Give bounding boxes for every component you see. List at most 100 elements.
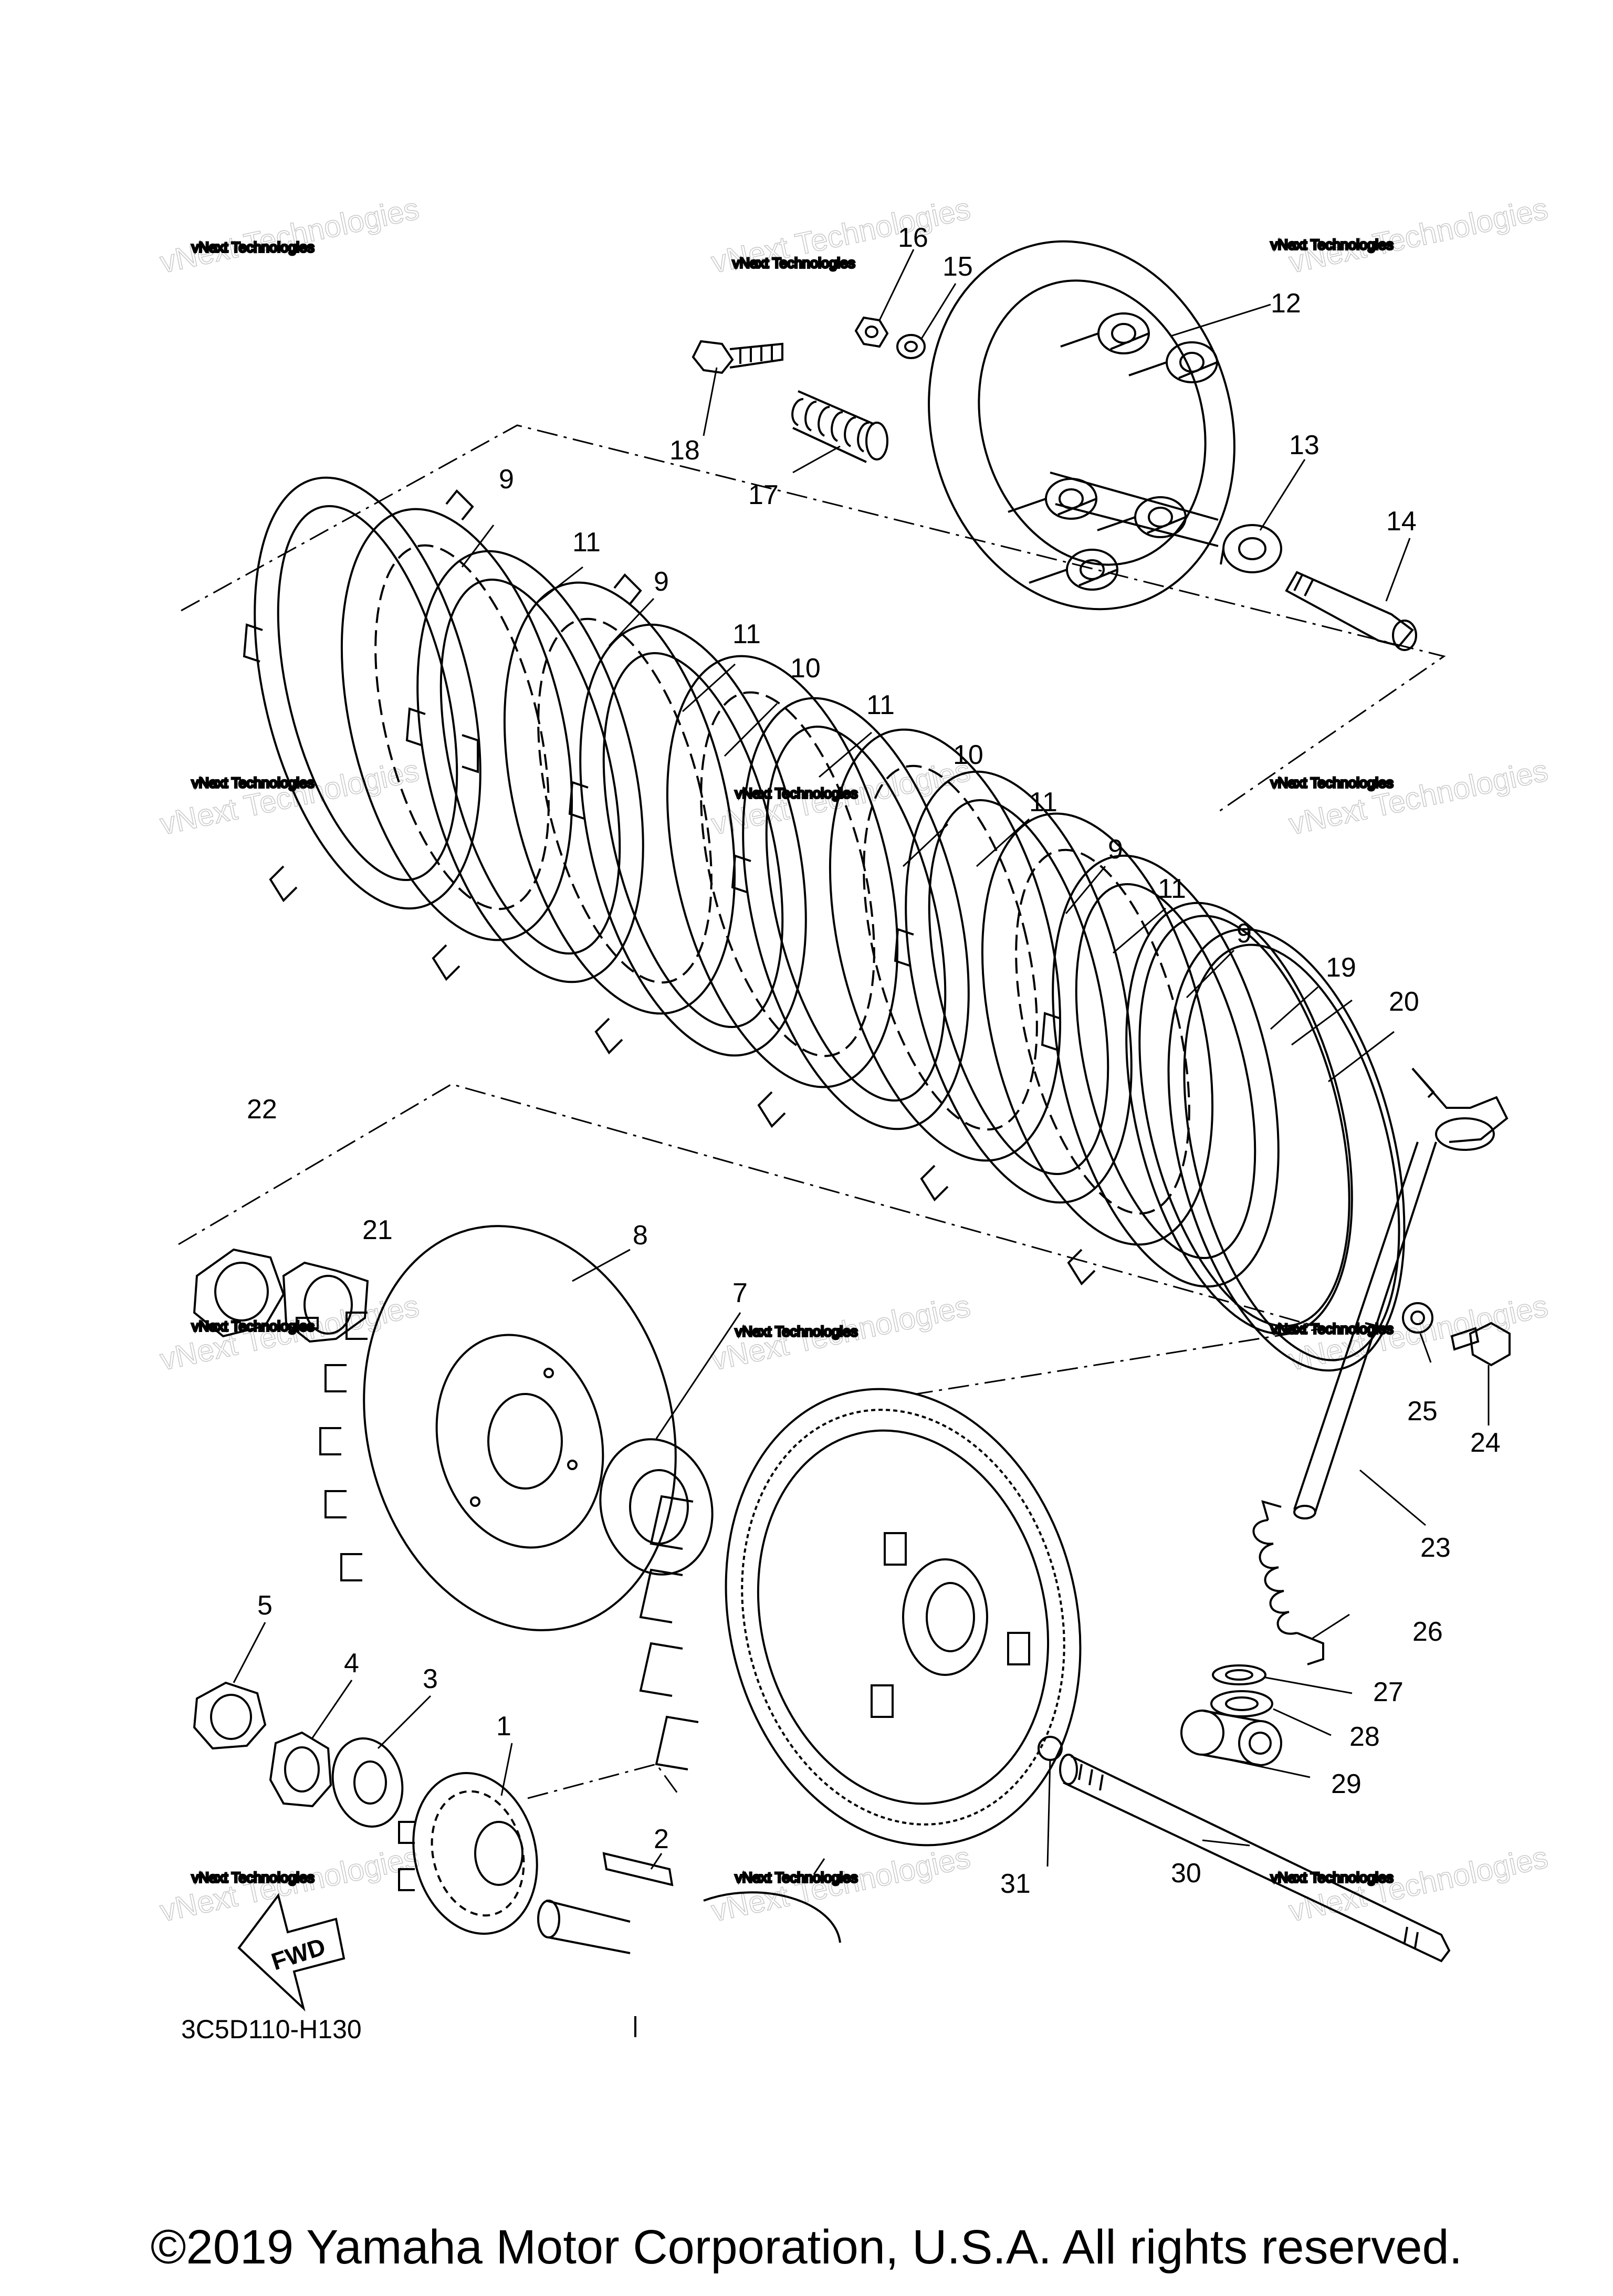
steel-ball [1038, 1736, 1063, 1761]
oil-seal [1210, 1690, 1273, 1717]
lock-washer [282, 1261, 369, 1343]
assembly-brackets [178, 424, 1446, 1799]
callout-2: 2 [654, 1824, 669, 1854]
pressure-plate-group [692, 240, 1417, 651]
callout-14: 14 [1386, 506, 1417, 537]
fwd-label: FWD [268, 1933, 329, 1976]
watermark: vNext Technologies vNext Technologies [156, 1840, 422, 1928]
callout-29: 29 [1331, 1769, 1361, 1799]
plate-pack-bracket [181, 424, 1446, 815]
svg-text:vNext Technologies: vNext Technologies [192, 775, 315, 791]
friction-plate-type-b [731, 697, 970, 1130]
svg-text:vNext Technologies: vNext Technologies [735, 1324, 858, 1339]
push-plate [1220, 524, 1282, 573]
callout-10: 10 [790, 653, 821, 684]
callout-3: 3 [423, 1664, 438, 1694]
callout-11: 11 [732, 619, 761, 649]
callout-7: 7 [732, 1278, 748, 1308]
callout-30: 30 [1171, 1858, 1201, 1889]
callout-11: 11 [1158, 874, 1186, 904]
callout-22: 22 [247, 1094, 277, 1125]
callout-10: 10 [953, 740, 983, 770]
callout-9: 9 [499, 464, 514, 495]
washer [1402, 1302, 1433, 1334]
watermark: vNext Technologies vNext Technologies [1270, 191, 1551, 280]
watermark: vNext Technologies vNext Technologies [708, 1288, 973, 1377]
steel-plate [340, 508, 573, 941]
callout-9: 9 [1108, 834, 1123, 865]
callout-5: 5 [257, 1590, 273, 1621]
watermark: vNext Technologies vNext Technologies [156, 191, 422, 280]
spring-boss [1008, 478, 1097, 520]
diagram-code: 3C5D110-H130 [181, 2015, 362, 2044]
callout-8: 8 [633, 1220, 648, 1251]
svg-text:vNext Technologies: vNext Technologies [1271, 237, 1394, 253]
callout-20: 20 [1389, 987, 1419, 1017]
bolt [692, 340, 783, 374]
callout-11: 11 [866, 690, 895, 720]
callout-18: 18 [669, 435, 700, 466]
callout-27: 27 [1373, 1677, 1403, 1707]
steel-plate [981, 812, 1214, 1246]
friction-plate [243, 476, 481, 910]
pressure-plate-bracket [527, 1763, 678, 1799]
spring-boss [1128, 341, 1218, 383]
callout-28: 28 [1349, 1722, 1380, 1752]
callout-1: 1 [496, 1711, 511, 1742]
push-rod-long [1059, 1754, 1451, 1963]
spring-boss [1029, 549, 1118, 591]
thrust-washer [599, 1438, 714, 1576]
callout-19: 19 [1326, 952, 1356, 983]
fwd-arrow-icon: FWD [237, 1893, 345, 2012]
callout-26: 26 [1412, 1617, 1443, 1647]
torsion-spring [1252, 1500, 1324, 1665]
steel-plate [503, 581, 736, 1015]
callout-17: 17 [748, 480, 779, 510]
watermark: vNext Technologies vNext Technologies [708, 1840, 973, 1928]
friction-plate-type-b [568, 623, 807, 1057]
svg-text:vNext Technologies: vNext Technologies [732, 255, 855, 271]
watermark: vNext Technologies vNext Technologies [156, 1288, 422, 1377]
crankshaft-end [537, 1891, 841, 2037]
callout-9: 9 [1237, 918, 1252, 949]
callout-31: 31 [1000, 1869, 1031, 1899]
watermark: vNext Technologies vNext Technologies [1270, 1840, 1551, 1928]
watermark: vNext Technologies vNext Technologies [1270, 753, 1551, 842]
svg-text:vNext Technologies: vNext Technologies [192, 239, 315, 255]
callout-9: 9 [654, 567, 669, 597]
cushion-seat [1125, 901, 1353, 1335]
bearing [1180, 1710, 1282, 1766]
push-lever-shaft [1293, 1067, 1509, 1519]
spring-boss [1097, 496, 1187, 538]
callout-numbers: 1 2 3 4 5 7 8 9 9 9 9 10 10 11 11 11 11 … [247, 223, 1501, 1899]
watermark: vNext Technologies vNext Technologies [708, 191, 973, 280]
clutch-housing [639, 1388, 1082, 1847]
callout-24: 24 [1470, 1428, 1501, 1458]
callout-16: 16 [898, 223, 928, 253]
spring-boss [1060, 312, 1150, 354]
svg-text:vNext Technologies: vNext Technologies [1286, 192, 1551, 280]
svg-text:vNext Technologies: vNext Technologies [1286, 753, 1551, 842]
washer [896, 334, 926, 359]
callout-21: 21 [362, 1215, 393, 1245]
callout-23: 23 [1420, 1533, 1451, 1563]
callout-4: 4 [344, 1648, 359, 1679]
nut [854, 316, 889, 348]
primary-drive-nut [193, 1681, 267, 1750]
svg-text:vNext Technologies: vNext Technologies [735, 1870, 858, 1885]
svg-text:vNext Technologies: vNext Technologies [1271, 775, 1394, 791]
svg-text:vNext Technologies: vNext Technologies [1271, 1870, 1394, 1885]
friction-plate [894, 770, 1133, 1204]
callout-11: 11 [1029, 787, 1057, 817]
copyright-notice: ©2019 Yamaha Motor Corporation, U.S.A. A… [150, 2220, 1463, 2274]
clutch-spring [791, 390, 888, 463]
bolt [1450, 1322, 1511, 1367]
friction-plate [405, 550, 644, 983]
callout-12: 12 [1271, 288, 1301, 319]
callout-11: 11 [572, 527, 601, 558]
pressure-plate [928, 240, 1235, 611]
leader-lines [233, 249, 1490, 1875]
watermarks: vNext Technologies vNext Technologies vN… [156, 191, 1551, 1928]
svg-text:vNext Technologies: vNext Technologies [157, 192, 422, 280]
